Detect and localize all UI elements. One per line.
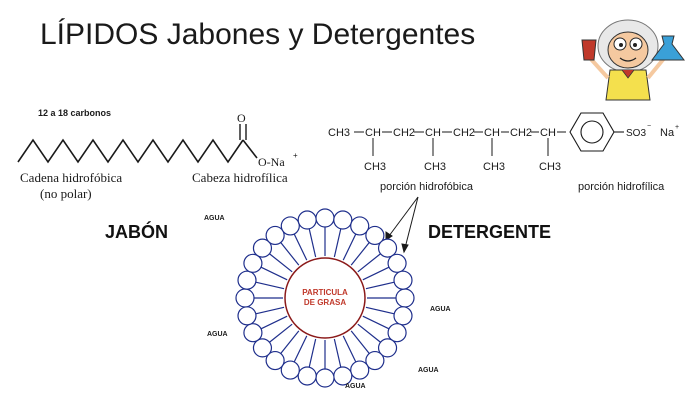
micelle-tail xyxy=(293,233,308,261)
detergent-heading: DETERGENTE xyxy=(428,222,552,242)
soap-structure xyxy=(17,124,258,164)
hydrophilic-portion-label: porción hidrofílica xyxy=(578,181,665,193)
micelle-tail xyxy=(260,266,288,281)
micelle-head xyxy=(243,323,263,343)
micelle-head xyxy=(252,338,273,358)
micelle-head xyxy=(333,210,353,230)
chain-group: CH3 xyxy=(328,127,350,139)
chain-group: CH2 xyxy=(510,127,532,139)
water-label: AGUA xyxy=(207,331,228,338)
counter-ion-label: Na xyxy=(660,127,675,139)
carbon-range-label: 12 a 18 carbonos xyxy=(38,108,111,118)
micelle-tail xyxy=(365,306,395,315)
hydrophobic-portion-label: porción hidrofóbica xyxy=(380,181,474,193)
micelle-tail xyxy=(362,266,390,281)
micelle-head xyxy=(350,216,370,236)
benzene-ring-icon xyxy=(569,112,624,152)
micelle-tail xyxy=(269,253,293,273)
micelle-head xyxy=(280,216,300,236)
detergent-chain: CH3 CH CH2 CH CH2 CH CH2 CH xyxy=(328,127,556,139)
sulfonate-charge: − xyxy=(647,123,651,130)
micelle-head xyxy=(387,253,407,273)
head-label: Cabeza hidrofílica xyxy=(192,170,288,185)
micelle-head xyxy=(350,360,370,380)
chain-group: CH2 xyxy=(453,127,475,139)
micelle-tail xyxy=(342,233,357,261)
branch-methyl: CH3 xyxy=(539,161,561,173)
micelle-tail xyxy=(255,281,285,290)
micelle-head xyxy=(365,225,385,246)
water-label: AGUA xyxy=(345,383,366,390)
grease-core-line2: DE GRASA xyxy=(304,298,346,307)
micelle-tail xyxy=(308,338,317,368)
ionic-charge-label: + xyxy=(293,151,298,160)
micelle-tail xyxy=(293,335,308,363)
micelle-head xyxy=(365,350,385,371)
chain-group: CH2 xyxy=(393,127,415,139)
grease-core-line1: PARTICULA xyxy=(302,288,348,297)
page-title: LÍPIDOS Jabones y Detergentes xyxy=(40,18,476,51)
micelle-head xyxy=(393,270,413,290)
micelle-tail xyxy=(362,315,390,330)
chain-group: CH xyxy=(484,127,500,139)
micelle-head xyxy=(237,270,257,290)
micelle-tail xyxy=(269,323,293,343)
tail-sublabel: (no polar) xyxy=(40,186,92,201)
micelle-tail xyxy=(350,242,370,266)
micelle-head xyxy=(393,306,413,326)
micelle-tail xyxy=(357,253,381,273)
micelle-head xyxy=(387,323,407,343)
micelle-head xyxy=(235,288,255,308)
micelle-head xyxy=(315,208,335,228)
micelle-head xyxy=(252,238,273,258)
branch-methyl: CH3 xyxy=(364,161,386,173)
soap-heading: JABÓN xyxy=(105,222,169,242)
micelle-head xyxy=(377,338,398,358)
chain-group: CH xyxy=(425,127,441,139)
micelle-head xyxy=(265,350,285,371)
micelle-tail xyxy=(333,228,342,258)
micelle-head xyxy=(243,253,263,273)
micelle-tail xyxy=(357,323,381,343)
water-label: AGUA xyxy=(418,367,439,374)
micelle-tail xyxy=(280,330,300,354)
tail-label: Cadena hidrofóbica xyxy=(20,170,122,185)
micelle-tail xyxy=(308,228,317,258)
micelle-tail xyxy=(350,330,370,354)
water-label: AGUA xyxy=(430,306,451,313)
micelle-head xyxy=(315,368,335,388)
ionic-group-label: O-Na xyxy=(258,155,285,169)
chain-group: CH xyxy=(540,127,556,139)
micelle-head xyxy=(237,306,257,326)
micelle xyxy=(235,208,415,388)
sulfonate-label: SO3 xyxy=(626,128,646,139)
micelle-tail xyxy=(280,242,300,266)
pointer-arrows xyxy=(385,196,419,254)
micelle-head xyxy=(297,210,317,230)
micelle-tail xyxy=(260,315,288,330)
micelle-tail xyxy=(365,281,395,290)
water-label: AGUA xyxy=(204,215,225,222)
branch-methyl: CH3 xyxy=(424,161,446,173)
micelle-head xyxy=(265,225,285,246)
grease-particle xyxy=(284,257,366,339)
micelle-head xyxy=(377,238,398,258)
micelle-head xyxy=(280,360,300,380)
micelle-tail xyxy=(255,306,285,315)
micelle-tail xyxy=(342,335,357,363)
carbonyl-oxygen-label: O xyxy=(237,111,246,125)
branch-methyl: CH3 xyxy=(483,161,505,173)
scientist-cartoon-icon xyxy=(581,19,685,101)
micelle-tail xyxy=(333,338,342,368)
chain-group: CH xyxy=(365,127,381,139)
micelle-head xyxy=(395,288,415,308)
micelle-head xyxy=(297,366,317,386)
counter-ion-charge: + xyxy=(675,124,679,131)
